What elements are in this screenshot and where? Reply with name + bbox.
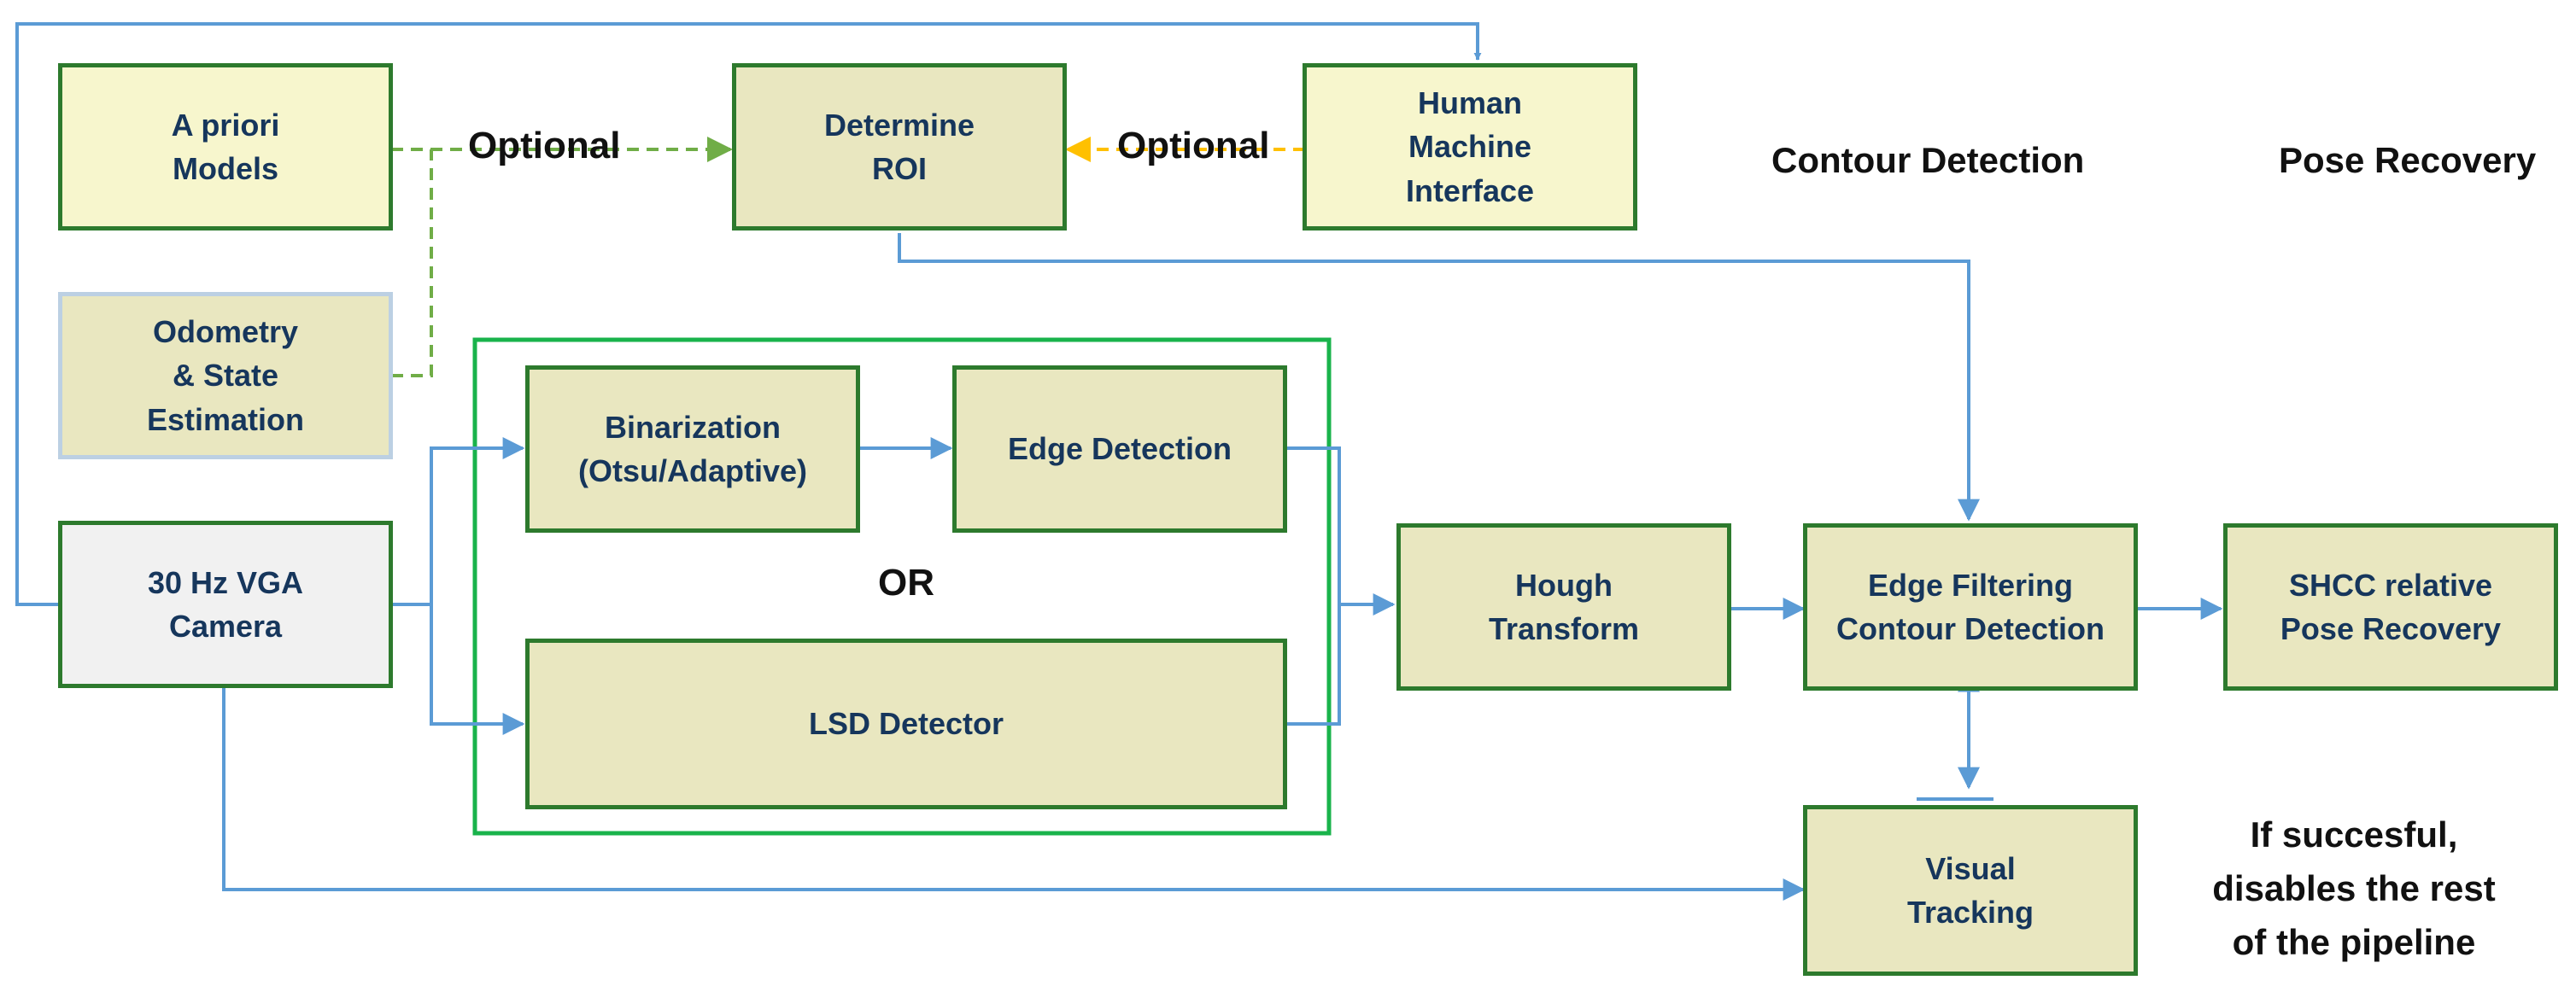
shcc-pose-recovery-block: SHCC relative Pose Recovery <box>2223 523 2558 691</box>
edge-detection-out-line <box>1286 446 1341 726</box>
odometry-block: Odometry & State Estimation <box>58 292 393 459</box>
edge-detection-block: Edge Detection <box>952 365 1287 533</box>
camera-to-tracking-arrow <box>222 688 1806 901</box>
or-label: OR <box>878 562 934 604</box>
pose-recovery-heading: Pose Recovery <box>2279 140 2537 180</box>
optional-label-right: Optional <box>1117 125 1270 166</box>
camera-to-hmi-arrow <box>15 22 1482 606</box>
tracking-note: If succesful, disables the rest of the p… <box>2212 814 2496 962</box>
visual-tracking-block: Visual Tracking <box>1803 805 2138 976</box>
contour-detection-heading: Contour Detection <box>1771 140 2085 180</box>
odometry-to-roi-arrow <box>391 149 433 377</box>
lsd-detector-block: LSD Detector <box>525 639 1287 809</box>
determine-roi-block: Determine ROI <box>732 63 1067 230</box>
edge-filtering-block: Edge Filtering Contour Detection <box>1803 523 2138 691</box>
camera-block: 30 Hz VGA Camera <box>58 521 393 688</box>
binarization-block: Binarization (Otsu/Adaptive) <box>525 365 860 533</box>
alternative-detectors-group <box>472 337 1332 836</box>
a-priori-models-block: A priori Models <box>58 63 393 230</box>
camera-to-lsd-arrow <box>430 604 525 735</box>
hough-transform-block: Hough Transform <box>1396 523 1731 691</box>
roi-to-edge-filtering-arrow <box>898 233 1980 522</box>
optional-label-left: Optional <box>468 125 621 166</box>
human-machine-interface-block: Human Machine Interface <box>1303 63 1637 230</box>
camera-split-line <box>391 437 525 606</box>
